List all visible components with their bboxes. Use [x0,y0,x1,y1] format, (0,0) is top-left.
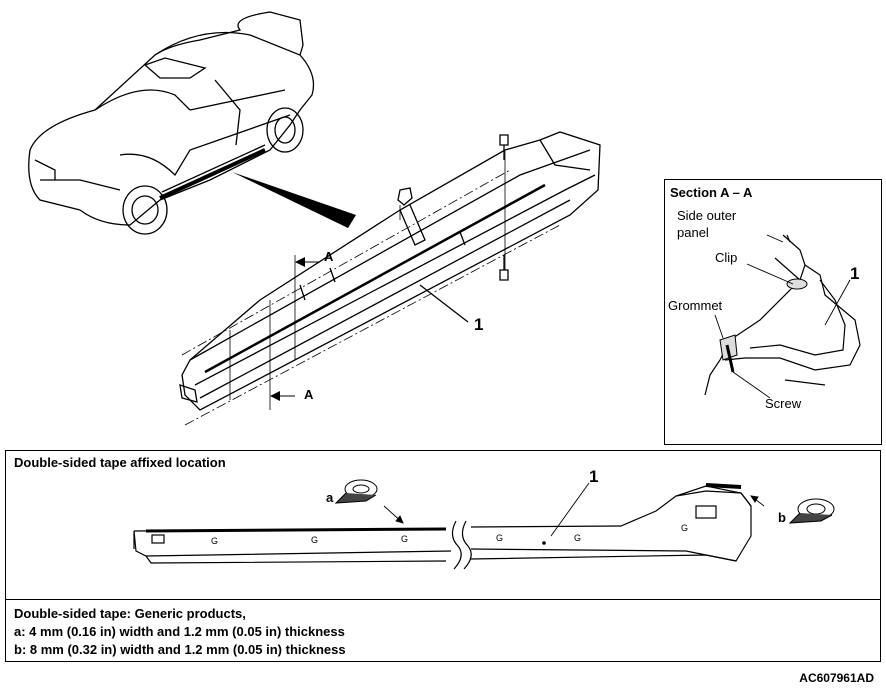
clip-label: Clip [715,250,738,265]
section-marker-a-top: A [324,249,334,264]
section-marker-a-bottom: A [304,387,314,402]
tape-note-line: b: 8 mm (0.32 in) width and 1.2 mm (0.05… [14,642,346,657]
tape-roll-a [334,479,378,504]
side-outer-panel-label-line2: panel [677,225,709,240]
svg-text:G: G [574,533,581,543]
tape-location-heading: Double-sided tape affixed location [14,455,226,470]
section-cut-arrows [270,257,320,401]
tape-note-line: Double-sided tape: Generic products, [14,606,246,621]
clip-shape [786,278,808,290]
svg-text:G: G [211,536,218,546]
svg-text:G: G [681,523,688,533]
tape-b-label: b [778,510,786,525]
garnish-side-view: G G G G G G [133,479,835,570]
tape-roll-b [788,498,835,524]
side-outer-panel-label-line1: Side outer [677,208,737,223]
detail-pointer [232,172,356,228]
tape-b-line [705,483,742,489]
reference-code: AC607961AD [799,671,874,685]
part-number-section: 1 [850,264,860,283]
vehicle-outline [28,11,315,235]
overview-illustration [28,11,601,426]
section-a-a-panel: Section A – A Side outer [664,179,882,445]
part-number-overview: 1 [474,315,484,334]
tape-note-line: a: 4 mm (0.16 in) width and 1.2 mm (0.05… [14,624,345,639]
part-number-tape: 1 [589,467,599,486]
side-sill-garnish [179,131,601,426]
section-title: Section A – A [670,185,753,200]
grommet-label: Grommet [668,298,723,313]
svg-text:G: G [496,533,503,543]
tape-a-label: a [326,490,334,505]
tape-a-line [145,527,447,533]
section-a-a-illustration [704,234,861,399]
tape-location-panel: Double-sided tape affixed location G G [5,450,881,662]
svg-text:G: G [311,535,318,545]
screw-label: Screw [765,396,802,411]
svg-text:G: G [401,534,408,544]
screw-shape [725,344,735,373]
tape-notes: Double-sided tape: Generic products, a: … [6,599,880,661]
